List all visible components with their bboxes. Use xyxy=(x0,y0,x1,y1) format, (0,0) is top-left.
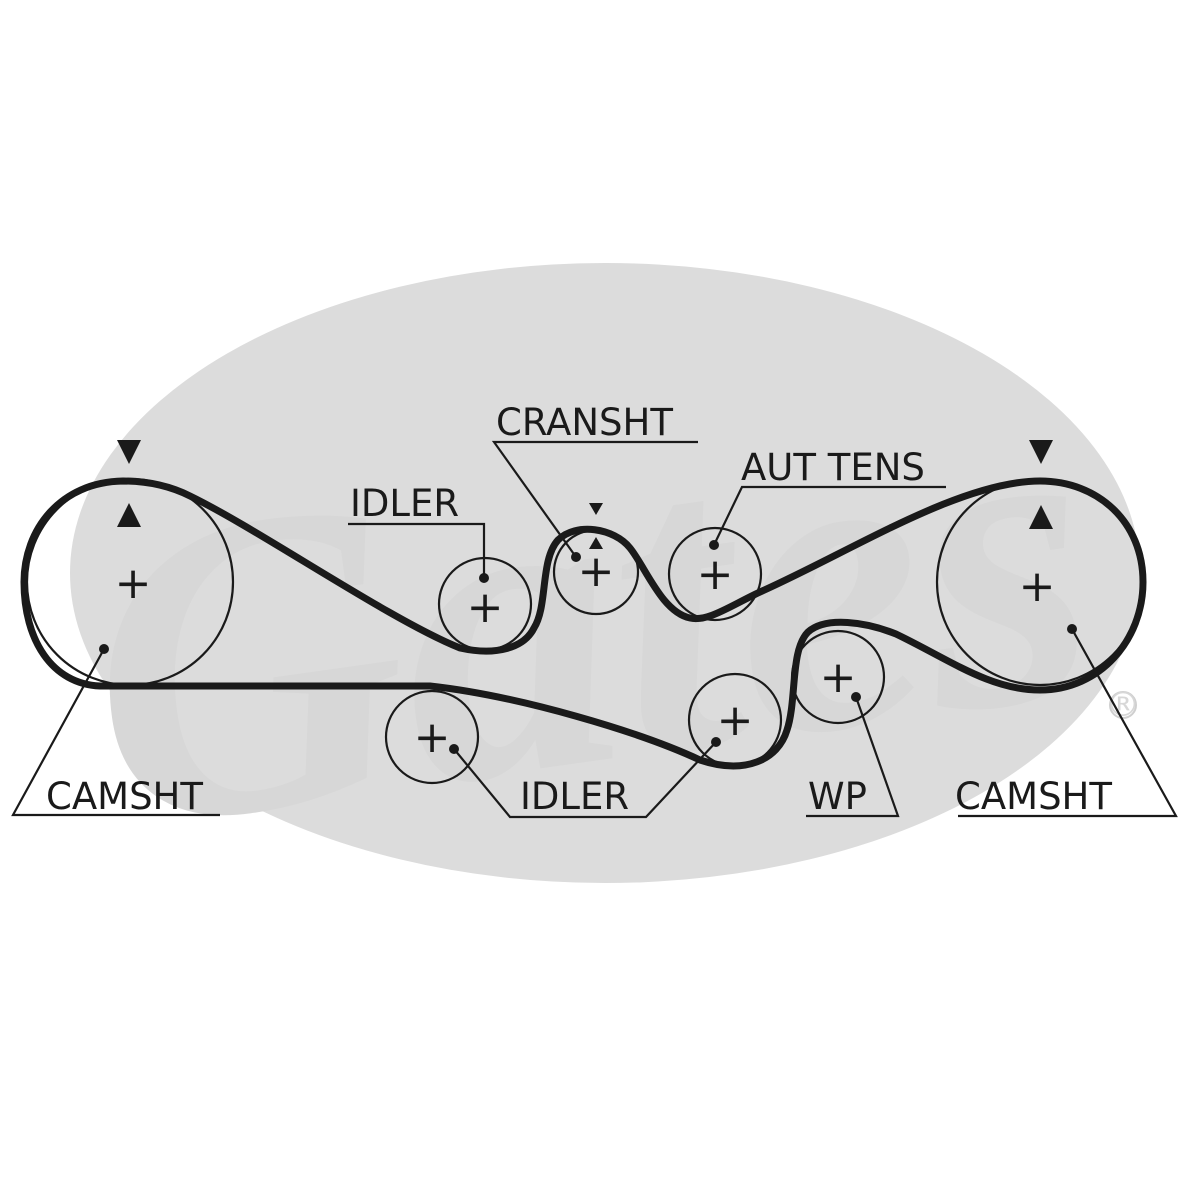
registered-mark: ® xyxy=(1106,685,1140,725)
center-mark-idler-lower-left: + xyxy=(414,712,451,763)
leader-aut-tens xyxy=(713,485,946,546)
leader-dot-aut-tens xyxy=(709,540,719,550)
leader-dot-wp xyxy=(851,692,861,702)
timing-mark-left-bottom xyxy=(117,503,141,527)
center-mark-idler-lower-right: + xyxy=(717,695,754,746)
label-aut-tens: AUT TENS xyxy=(741,446,925,489)
idler-pulley-lower-left xyxy=(384,689,480,785)
leader-lines xyxy=(11,440,1178,819)
label-camsht-right: CAMSHT xyxy=(955,775,1112,818)
center-mark-idler-upper: + xyxy=(467,582,504,633)
timing-mark-left-top xyxy=(117,440,141,464)
center-mark-camshaft-right: + xyxy=(1019,561,1056,612)
leader-dot-cransht xyxy=(571,552,581,562)
leader-camsht-left xyxy=(11,648,220,817)
leader-idler-lower xyxy=(453,741,717,819)
leader-dot-idler-lower-right xyxy=(711,737,721,747)
leader-idler-upper xyxy=(348,522,486,578)
leader-dot-camsht-right xyxy=(1067,624,1077,634)
label-wp: WP xyxy=(808,775,867,818)
labels: CAMSHT IDLER CRANSHT AUT TENS CAMSHT IDL… xyxy=(46,401,1112,818)
timing-mark-crank-bottom xyxy=(589,537,603,549)
registered-mark-circle xyxy=(1109,691,1137,719)
pulley-centres: + + + + + + + + xyxy=(115,546,1056,763)
label-idler-lower: IDLER xyxy=(520,775,629,818)
leader-camsht-right xyxy=(958,628,1178,818)
leader-dot-idler-upper xyxy=(479,573,489,583)
timing-mark-right-top xyxy=(1029,440,1053,464)
label-cransht: CRANSHT xyxy=(496,401,673,444)
center-mark-tensioner: + xyxy=(697,549,734,600)
label-camsht-left: CAMSHT xyxy=(46,775,203,818)
center-mark-camshaft-left: + xyxy=(115,558,152,609)
tensioner-pulley xyxy=(667,526,763,622)
timing-mark-crank-top xyxy=(589,503,603,515)
leader-wp xyxy=(806,696,900,818)
leader-dot-camsht-left xyxy=(99,644,109,654)
leader-dots xyxy=(99,540,1077,754)
watermark-ellipse xyxy=(70,263,1140,883)
label-idler-upper: IDLER xyxy=(350,482,459,525)
center-mark-crankshaft: + xyxy=(578,546,615,597)
timing-marks xyxy=(117,440,1053,549)
leader-cransht xyxy=(491,440,698,558)
timing-mark-right-bottom xyxy=(1029,505,1053,529)
timing-belt xyxy=(20,477,1147,770)
leader-dot-idler-lower-left xyxy=(449,744,459,754)
center-mark-water-pump: + xyxy=(820,652,857,703)
